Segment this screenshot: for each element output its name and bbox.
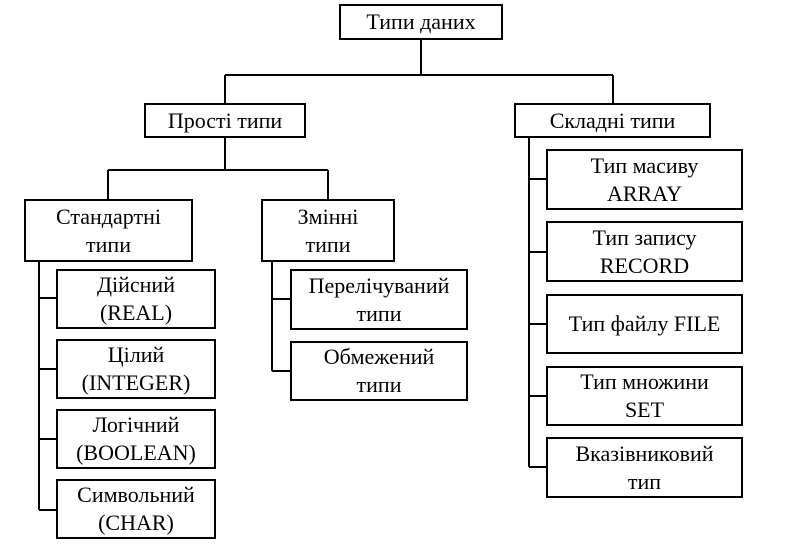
char-type-label-line1: Символьний (77, 482, 195, 507)
set-type-label-line1: Тип множини (580, 369, 709, 394)
subrange-type-label-line1: Обмежений (323, 344, 435, 369)
simple-types-label: Прості типи (167, 107, 283, 133)
boolean-type-node: Логічний (BOOLEAN) (56, 409, 216, 469)
set-type-label-line2: SET (624, 397, 665, 422)
simple-types-node: Прості типи (144, 103, 306, 138)
integer-type-label-line2: (INTEGER) (81, 370, 191, 395)
file-type-node: Тип файлу FILE (546, 294, 743, 354)
integer-type-node: Цілий (INTEGER) (56, 339, 216, 399)
real-type-label-line1: Дійсний (97, 272, 175, 297)
integer-type-label-line1: Цілий (107, 342, 165, 367)
variable-types-node: Змінні типи (261, 199, 395, 262)
enumerated-type-label-line2: типи (356, 300, 402, 326)
real-type-label-line2: (REAL) (99, 300, 173, 325)
record-type-label-line1: Тип запису (592, 224, 697, 250)
char-type-node: Символьний (CHAR) (56, 479, 216, 539)
subrange-type-node: Обмежений типи (290, 341, 468, 401)
boolean-type-label-line1: Логічний (92, 412, 180, 437)
array-type-label-line1: Тип масиву (590, 152, 699, 178)
root-node: Типи даних (339, 4, 503, 40)
boolean-type-label-line2: (BOOLEAN) (76, 440, 196, 465)
enumerated-type-label-line1: Перелічуваний (308, 272, 450, 298)
array-type-node: Тип масиву ARRAY (546, 149, 743, 210)
pointer-type-label-line2: тип (627, 468, 662, 494)
set-type-node: Тип множини SET (546, 366, 743, 426)
pointer-type-node: Вказівниковий тип (546, 437, 743, 498)
subrange-type-label-line2: типи (356, 372, 402, 397)
complex-types-node: Складні типи (514, 103, 711, 138)
record-type-label-line2: RECORD (599, 252, 690, 278)
record-type-node: Тип запису RECORD (546, 221, 743, 282)
array-type-label-line2: ARRAY (607, 180, 682, 206)
standard-types-label-line1: Стандартні (56, 203, 161, 229)
file-type-label: Тип файлу FILE (568, 311, 721, 336)
real-type-node: Дійсний (REAL) (56, 269, 216, 329)
enumerated-type-node: Перелічуваний типи (290, 269, 468, 330)
pointer-type-label-line1: Вказівниковий (575, 440, 714, 466)
complex-types-label: Складні типи (549, 107, 676, 133)
variable-types-label-line2: типи (305, 231, 351, 257)
root-label: Типи даних (366, 9, 476, 34)
char-type-label-line2: (CHAR) (98, 510, 174, 535)
standard-types-label-line2: типи (86, 231, 131, 257)
standard-types-node: Стандартні типи (24, 199, 193, 262)
variable-types-label-line1: Змінні (297, 203, 359, 229)
